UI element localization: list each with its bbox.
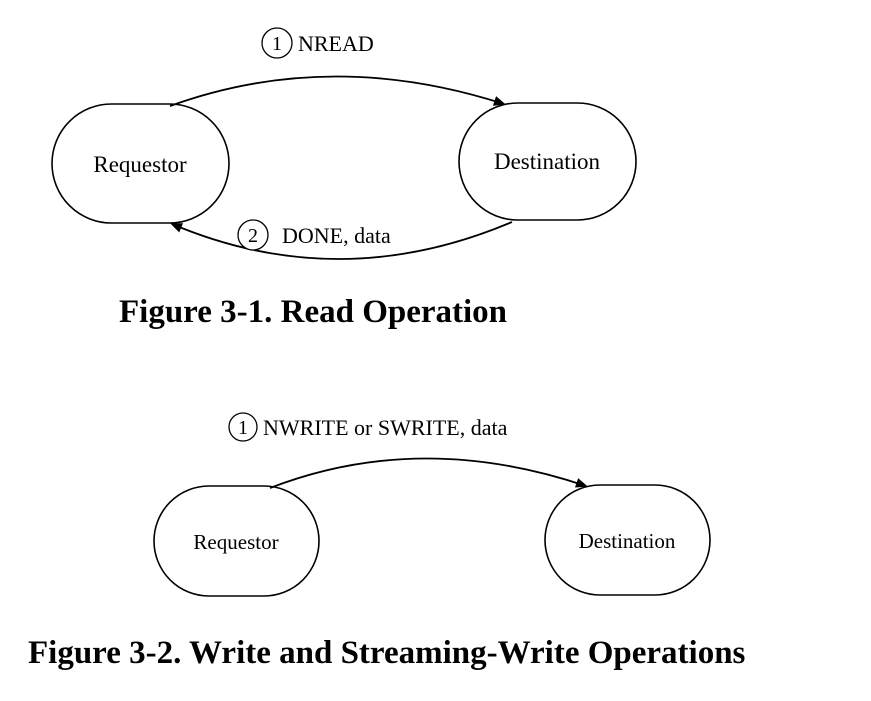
destination-node: Destination <box>458 102 637 221</box>
destination-node-shape <box>458 102 637 221</box>
nread-arrow <box>169 75 506 107</box>
step-1-circle-2 <box>228 412 258 442</box>
done-data-edge: 2 DONE, data <box>170 219 513 260</box>
step-1-number-2: 1 <box>238 417 248 439</box>
done-data-label: DONE, data <box>282 223 391 248</box>
requestor-node-2-label: Requestor <box>193 530 278 554</box>
nwrite-swrite-edge: 1 NWRITE or SWRITE, data <box>228 412 588 489</box>
nwrite-swrite-arrow <box>269 457 588 489</box>
figure-3-1-caption: Figure 3-1. Read Operation <box>119 294 507 330</box>
nwrite-swrite-label: NWRITE or SWRITE, data <box>263 415 508 440</box>
destination-node-2-shape <box>544 484 711 596</box>
requestor-node: Requestor <box>51 103 230 224</box>
destination-node-label: Destination <box>494 149 601 174</box>
requestor-node-shape <box>51 103 230 224</box>
figure-read-operation: Requestor Destination 1 NREAD 2 DONE, da… <box>51 27 637 330</box>
step-1-circle <box>261 27 293 59</box>
requestor-node-2-shape <box>153 485 320 597</box>
destination-node-2: Destination <box>544 484 711 596</box>
requestor-node-label: Requestor <box>93 152 187 177</box>
done-data-arrow <box>170 221 513 260</box>
nread-label: NREAD <box>298 31 374 56</box>
requestor-node-2: Requestor <box>153 485 320 597</box>
nread-edge: 1 NREAD <box>169 27 506 107</box>
step-1-number: 1 <box>272 33 282 55</box>
figure-3-2-caption: Figure 3-2. Write and Streaming-Write Op… <box>28 635 746 671</box>
step-2-number: 2 <box>248 225 258 247</box>
destination-node-2-label: Destination <box>579 529 676 553</box>
step-2-circle <box>237 219 269 251</box>
figure-write-operation: Requestor Destination 1 NWRITE or SWRITE… <box>28 412 746 671</box>
